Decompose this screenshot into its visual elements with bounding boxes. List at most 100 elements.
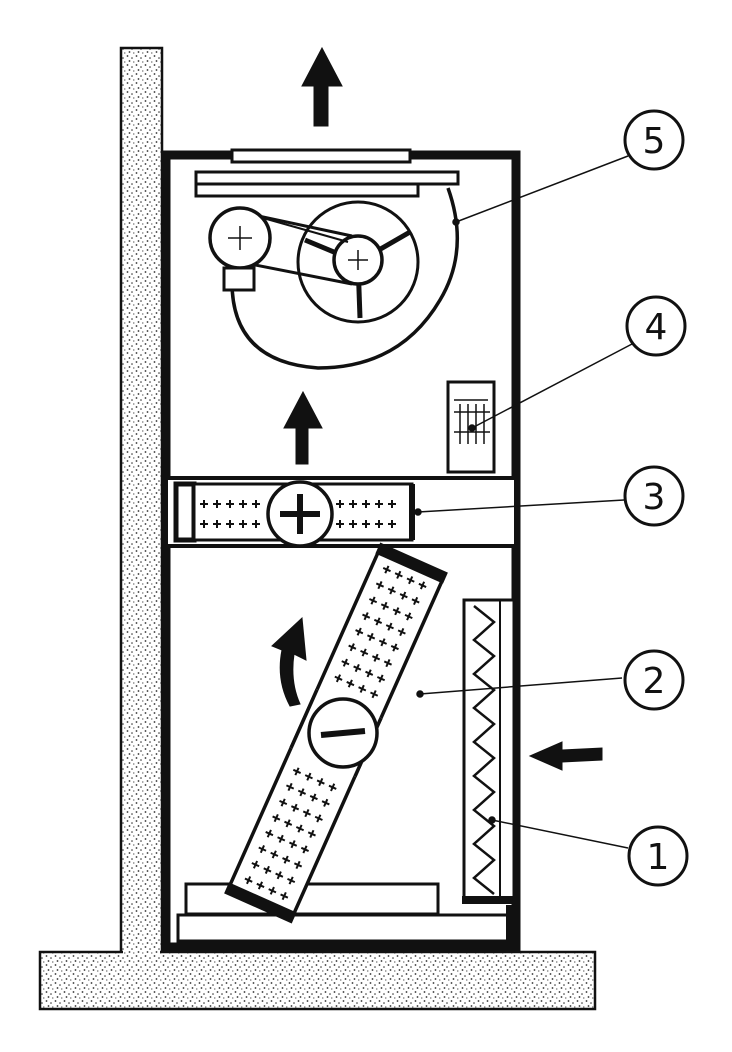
- coil-fin-mark: [252, 500, 260, 508]
- inlet-arrow: [528, 741, 603, 771]
- coil-fin-mark: [362, 612, 371, 621]
- coil-fin-mark: [362, 520, 370, 528]
- coil-fin-mark: [280, 891, 289, 901]
- coil-fin-mark: [375, 500, 383, 508]
- horizontal-coil-section: [164, 476, 518, 548]
- leader-lines: [414, 155, 633, 849]
- callout-2: 2: [623, 649, 685, 711]
- base-plinth: [176, 913, 514, 943]
- coil-fin-mark: [328, 783, 337, 792]
- coil-fin-mark: [287, 876, 296, 885]
- coil-fin-mark: [265, 829, 274, 838]
- coil-fin-mark: [316, 777, 325, 787]
- coil-fin-mark: [365, 669, 374, 678]
- coil-fin-mark: [360, 648, 369, 657]
- coil-fin-mark: [270, 850, 279, 859]
- coil-fin-mark: [390, 643, 399, 652]
- coil-fin-mark: [387, 586, 396, 595]
- coil-fin-mark: [292, 767, 302, 776]
- callout-3: 3: [623, 465, 685, 527]
- coil-fin-mark: [341, 658, 350, 667]
- coil-fin-mark: [368, 596, 378, 605]
- coil-fin-mark: [375, 581, 385, 590]
- coil-fin-mark: [378, 638, 388, 647]
- coil-fin-mark: [251, 860, 260, 869]
- recirculation-arrow: [271, 616, 307, 707]
- coil-fin-mark: [289, 840, 298, 849]
- coil-fin-mark: [388, 520, 396, 528]
- coil-fin-mark: [371, 653, 381, 662]
- coil-fin-mark: [358, 684, 367, 693]
- coil-fin-mark: [362, 500, 370, 508]
- coil-fin-mark: [314, 814, 323, 823]
- coil-fin-mark: [226, 500, 234, 508]
- callout-4: 4: [625, 295, 687, 357]
- coil-fin-mark: [370, 690, 379, 699]
- control-panel: [446, 380, 496, 474]
- callout-5: 5: [623, 109, 685, 171]
- motor-base: [222, 266, 256, 292]
- coil-fin-mark: [295, 824, 305, 833]
- coil-fin-mark: [226, 520, 234, 528]
- coil-fin-mark: [399, 591, 408, 600]
- coil-fin-mark: [309, 793, 318, 802]
- coil-fin-mark: [307, 829, 316, 838]
- coil-fin-mark: [353, 663, 362, 673]
- coil-fin-mark: [290, 803, 300, 812]
- coil-fin-mark: [388, 500, 396, 508]
- coil-fin-mark: [258, 845, 267, 854]
- coil-fin-mark: [200, 500, 208, 508]
- coil-fin-mark: [404, 612, 413, 621]
- coil-fin-mark: [336, 520, 344, 528]
- coil-fin-mark: [382, 565, 391, 574]
- callout-1: 1: [627, 825, 689, 887]
- air-filter: [462, 598, 516, 904]
- coil-fin-mark: [293, 860, 303, 870]
- coil-fin-mark: [239, 500, 247, 508]
- exhaust-arrow: [301, 46, 343, 127]
- coil-fin-mark: [304, 772, 313, 781]
- coil-fin-mark: [397, 627, 406, 637]
- top-discharge-opening: [230, 148, 412, 164]
- coil-fin-mark: [279, 798, 288, 807]
- fan-assembly: [194, 170, 460, 370]
- coil-fin-mark: [213, 500, 221, 508]
- airflow-arrows: [271, 46, 603, 771]
- coil-fin-mark: [244, 876, 253, 885]
- coil-fin-mark: [300, 845, 310, 854]
- coil-fin-mark: [376, 674, 386, 683]
- callout-4-label: 4: [645, 307, 668, 348]
- coil-fin-mark: [375, 520, 383, 528]
- coil-fin-mark: [275, 871, 284, 880]
- callout-3-label: 3: [643, 477, 666, 518]
- coil-fin-mark: [334, 674, 343, 683]
- coil-fin-mark: [373, 617, 383, 626]
- floor-slab: [38, 950, 597, 1011]
- coil-fin-mark: [321, 798, 330, 807]
- coil-fin-mark: [200, 520, 208, 528]
- callout-2-label: 2: [643, 661, 666, 702]
- coil-fin-mark: [256, 881, 265, 890]
- coil-fin-mark: [272, 813, 281, 823]
- coil-fin-mark: [346, 679, 355, 688]
- coil-fin-mark: [286, 782, 295, 792]
- coil-fin-mark: [282, 855, 291, 864]
- building-structure: [38, 46, 597, 1011]
- coil-fin-mark: [349, 520, 357, 528]
- coil-fin-mark: [239, 520, 247, 528]
- coil-fin-mark: [385, 622, 394, 631]
- coil-fin-mark: [284, 819, 293, 828]
- coil-fin-mark: [297, 788, 307, 797]
- coil-fin-mark: [418, 581, 427, 590]
- supply-arrow: [283, 390, 323, 465]
- coil-fin-mark: [268, 886, 277, 895]
- unit-casing: [161, 148, 521, 952]
- coil-fin-mark: [302, 809, 311, 818]
- coil-fin-mark: [348, 643, 357, 652]
- callout-5-label: 5: [643, 121, 666, 162]
- filter-zigzag: [472, 605, 496, 895]
- coil-fin-mark: [392, 607, 401, 616]
- coil-fin-mark: [252, 520, 260, 528]
